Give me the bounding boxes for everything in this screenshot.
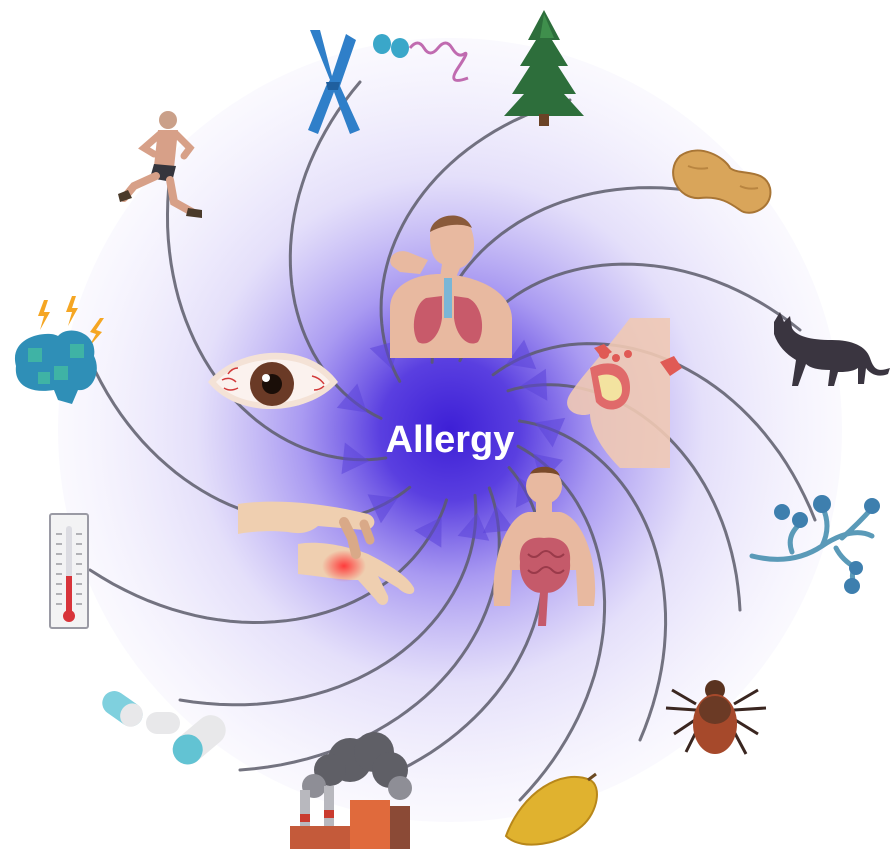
- thermometer-icon: [50, 514, 88, 628]
- center-title: Allergy: [386, 419, 515, 461]
